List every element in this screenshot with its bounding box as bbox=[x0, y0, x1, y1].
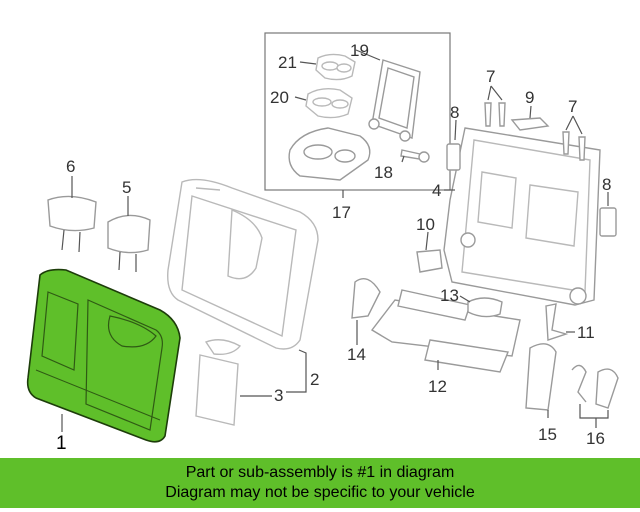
side-trim-15 bbox=[525, 343, 557, 411]
seat-back-cover-highlighted[interactable] bbox=[26, 268, 181, 443]
headrest-6 bbox=[47, 195, 97, 253]
callout-9: 9 bbox=[525, 88, 534, 107]
headrest-5 bbox=[107, 214, 151, 272]
hinge-cover-10 bbox=[416, 249, 443, 273]
bolts-7-upper bbox=[484, 102, 586, 161]
callout-1: 1 bbox=[56, 433, 67, 454]
callout-6: 6 bbox=[66, 157, 75, 176]
cup-holder-tray bbox=[305, 87, 353, 119]
cup-holder-insert bbox=[315, 53, 356, 81]
callout-4: 4 bbox=[432, 181, 441, 200]
callout-14: 14 bbox=[347, 345, 366, 364]
seat-back-pad bbox=[195, 339, 242, 426]
callout-19: 19 bbox=[350, 41, 369, 60]
callout-5: 5 bbox=[122, 178, 131, 197]
latch-cover-left bbox=[446, 143, 461, 171]
callout-16: 16 bbox=[586, 429, 605, 448]
callout-20: 20 bbox=[270, 88, 289, 107]
hinge-assembly bbox=[370, 289, 521, 373]
callout-13: 13 bbox=[440, 286, 459, 305]
hinge-cover-14 bbox=[351, 278, 381, 319]
hook-16b bbox=[595, 368, 619, 409]
leader-lines bbox=[61, 49, 609, 432]
info-banner: Part or sub-assembly is #1 in diagram Di… bbox=[0, 458, 640, 508]
bracket-9 bbox=[510, 117, 550, 131]
bolt-18 bbox=[400, 149, 430, 163]
callout-21: 21 bbox=[278, 53, 297, 72]
hook-16a bbox=[571, 364, 587, 403]
armrest bbox=[288, 127, 371, 181]
callout-18: 18 bbox=[374, 163, 393, 182]
callout-17: 17 bbox=[332, 203, 351, 222]
callout-3: 3 bbox=[274, 386, 283, 405]
banner-line-2: Diagram may not be specific to your vehi… bbox=[165, 484, 475, 501]
callout-7b: 7 bbox=[568, 97, 577, 116]
armrest-frame bbox=[368, 59, 421, 142]
parts-diagram: 1 2 3 4 5 6 7 7 8 8 9 10 11 12 13 14 15 … bbox=[26, 32, 619, 454]
callout-8a: 8 bbox=[450, 103, 459, 122]
banner-line-1: Part or sub-assembly is #1 in diagram bbox=[185, 464, 455, 481]
bracket-11 bbox=[545, 303, 569, 341]
callout-10: 10 bbox=[416, 215, 435, 234]
callout-15: 15 bbox=[538, 425, 557, 444]
callout-12: 12 bbox=[428, 377, 447, 396]
callout-8b: 8 bbox=[602, 175, 611, 194]
seat-back-frame bbox=[443, 127, 601, 306]
mechanism-13 bbox=[467, 297, 503, 318]
latch-cover-right bbox=[599, 207, 617, 237]
callout-2: 2 bbox=[310, 370, 319, 389]
seat-back-cushion-frame bbox=[167, 178, 319, 350]
inset-box bbox=[264, 32, 451, 191]
callout-7a: 7 bbox=[486, 67, 495, 86]
callout-11: 11 bbox=[577, 323, 595, 342]
